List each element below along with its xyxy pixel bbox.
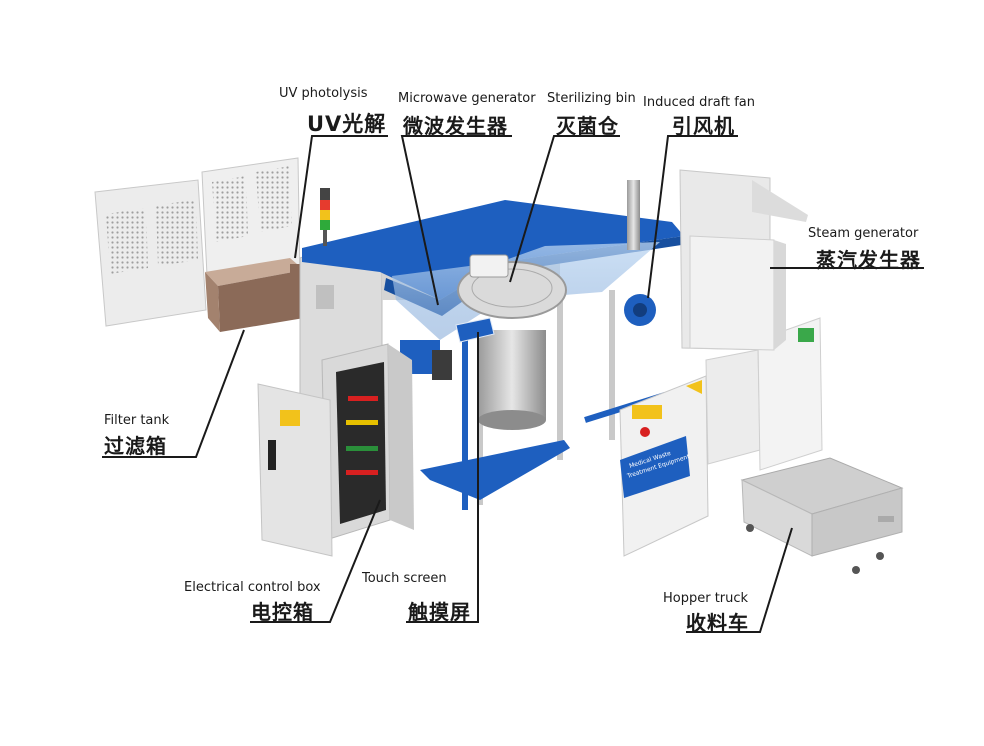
uv-photolysis-label-zh: UV光解 [307,112,387,136]
sterilizing-bin-label-en: Sterilizing bin [547,91,636,106]
leader-filter-tank [102,329,245,458]
front-door-panel [257,383,333,557]
induced-draft-fan-label-zh: 引风机 [672,114,735,138]
hopper-truck-label-en: Hopper truck [663,591,749,606]
hopper-truck-label-zh: 收料车 [686,611,749,635]
steam-generator-label-en: Steam generator [808,226,919,241]
leader-touch-screen [406,332,479,623]
leader-electrical-control-box [250,499,381,623]
draft-fan [624,294,656,326]
steam-generator-box [689,235,786,351]
touch-screen-label-zh: 触摸屏 [408,600,471,624]
electrical-control-box-label-zh: 电控箱 [251,600,314,624]
microwave-generator-label-en: Microwave generator [398,91,536,106]
leader-lines [102,135,924,633]
leader-microwave-generator [400,135,512,306]
leader-induced-draft-fan [647,135,738,299]
microwave-generator-label-zh: 微波发生器 [403,114,508,138]
steam-generator-label-zh: 蒸汽发生器 [816,248,921,272]
right-door-panel: Medical Waste Treatment Equipment [619,375,709,557]
hopper-truck [740,457,904,574]
uv-photolysis-label-en: UV photolysis [279,86,368,101]
signal-tower-light [320,188,330,246]
electrical-control-box-label-en: Electrical control box [184,580,321,595]
leader-hopper-truck [686,527,793,633]
exhaust-chimney [627,180,640,250]
left-perforated-panels [94,157,301,327]
leader-sterilizing-bin [509,135,620,283]
leader-uv-photolysis [294,135,388,259]
induced-draft-fan-label-en: Induced draft fan [643,95,756,110]
sterilizing-drum [457,254,567,430]
filter-tank-label-en: Filter tank [104,413,170,428]
filter-tank-label-zh: 过滤箱 [104,434,167,458]
touch-screen-label-en: Touch screen [362,571,447,586]
electrical-control-box [321,343,414,541]
sterilizing-bin-label-zh: 灭菌仓 [556,114,619,138]
touch-screen-panel [455,317,495,343]
